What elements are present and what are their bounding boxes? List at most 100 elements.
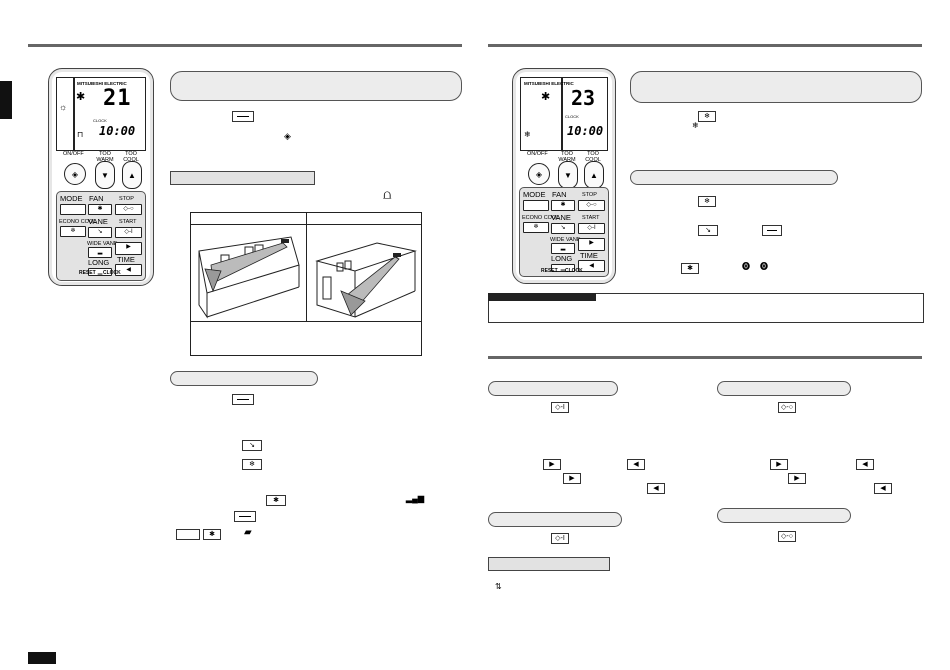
mode-button[interactable] — [60, 204, 86, 215]
right-notes-bar — [488, 557, 610, 571]
long-icon-key-r — [762, 225, 782, 236]
wide-vane-icon-2: ▰ — [244, 527, 252, 538]
econo-cool-label-right: ECONO COOL — [522, 215, 560, 221]
section-tab — [0, 81, 12, 119]
time-forward-key-r: ▶ — [770, 459, 788, 470]
too-warm-label-right: TOO WARM — [558, 151, 576, 163]
long-label-right: LONG — [551, 254, 573, 263]
onoff-label: ON/OFF — [63, 151, 84, 157]
long-button-right[interactable]: ▁ — [551, 264, 575, 272]
time-forward-button[interactable]: ▶ — [115, 242, 142, 255]
brand-logo: MITSUBISHI ELECTRIC — [77, 81, 127, 86]
onoff-button-right[interactable]: ◈ — [528, 163, 550, 185]
long-icon-key — [232, 111, 254, 122]
stop-button-right[interactable]: ◇-○ — [578, 200, 605, 211]
room-illustration-long — [315, 242, 417, 318]
fan-icon: ✱ — [76, 91, 86, 103]
remote-lcd-right: MITSUBISHI ELECTRIC ✱ ❄ 23 CLOCK 10:00 — [520, 77, 608, 151]
vane-button-right[interactable]: ↘ — [551, 223, 575, 234]
fan-icon-key-r: ✱ — [681, 263, 699, 274]
mode-label: MODE — [60, 194, 83, 203]
too-cool-button[interactable]: ▲ — [122, 161, 142, 189]
timer-on-header — [717, 381, 851, 396]
blank-key — [176, 529, 200, 540]
econo-cool-button-right[interactable]: ❄ — [523, 222, 549, 233]
too-cool-button-right[interactable]: ▲ — [584, 161, 604, 189]
stop-label-right: STOP — [582, 192, 597, 198]
vane-button[interactable]: ↘ — [88, 227, 112, 238]
lcd-temperature: 21 — [103, 86, 132, 111]
timer-cancel-header-left — [488, 512, 622, 527]
time-back-key: ◀ — [627, 459, 645, 470]
time-label-right: TIME — [580, 251, 598, 260]
vane-label: VANE — [88, 217, 108, 226]
stop-button[interactable]: ◇-○ — [115, 204, 142, 215]
fan-button[interactable]: ✱ — [88, 204, 112, 215]
time-forward-button-right[interactable]: ▶ — [578, 238, 605, 251]
timer-off-icon-key: ◇-I — [551, 402, 569, 413]
start-button-right[interactable]: ◇-I — [578, 223, 605, 234]
wide-vane-button[interactable]: ▂ — [88, 247, 112, 258]
long-label: LONG — [88, 258, 110, 267]
remote-button-panel: MODE FAN ✱ STOP ◇-○ ECONO COOL ❄ VANE ↘ … — [56, 191, 146, 281]
start-button[interactable]: ◇-I — [115, 227, 142, 238]
time-back-button-right[interactable]: ◀ — [578, 260, 605, 272]
clock-label-right: CLOCK — [565, 268, 583, 274]
long-button[interactable]: ▁ — [88, 268, 112, 276]
fan-label: FAN — [89, 194, 104, 203]
econo-cool-button[interactable]: ❄ — [60, 226, 86, 237]
snowflake-icon-r: ❄ — [692, 121, 699, 130]
fan-icon-right: ✱ — [541, 91, 551, 103]
mode-button-right[interactable] — [523, 200, 549, 211]
swap-arrows-icon: ⇅ — [495, 582, 502, 591]
wide-vane-button-right[interactable]: ▂ — [551, 243, 575, 254]
fan-label-right: FAN — [552, 190, 567, 199]
start-label-right: START — [582, 215, 600, 221]
left-subheader-bar — [170, 171, 315, 185]
snowflake-icon: ❄ — [524, 130, 531, 139]
mode-label-right: MODE — [523, 190, 546, 199]
time-back-button[interactable]: ◀ — [115, 264, 142, 276]
onoff-label-right: ON/OFF — [527, 151, 548, 157]
lcd-clock-label: CLOCK — [93, 118, 107, 123]
reset-label: RESET — [79, 270, 96, 276]
fan-button-right[interactable]: ✱ — [551, 200, 575, 211]
time-back-key-2: ◀ — [647, 483, 665, 494]
right-page-rule — [488, 44, 922, 47]
time-forward-key-2: ▶ — [563, 473, 581, 484]
econo-cool-icon-key-r: ❄ — [698, 111, 716, 122]
too-warm-button-right[interactable]: ▼ — [558, 161, 578, 189]
remote-lcd: MITSUBISHI ELECTRIC ✱ ☼ 21 CLOCK 10:00 ⊓ — [56, 77, 146, 151]
right-subheader-pill — [630, 170, 838, 185]
left-page-rule — [28, 44, 462, 47]
vane-icon: ⊓ — [77, 130, 84, 139]
vane-icon-key-r: ↘ — [698, 225, 718, 236]
start-label: START — [119, 219, 137, 225]
room-illustration-normal — [198, 236, 300, 319]
lcd-clock: 10:00 — [99, 124, 136, 138]
time-forward-key-r2: ▶ — [788, 473, 806, 484]
swap-icon: ◈ — [284, 131, 291, 141]
onoff-button[interactable]: ◈ — [64, 163, 86, 185]
too-cool-label-right: TOO COOL — [585, 151, 601, 163]
time-back-key-r2: ◀ — [874, 483, 892, 494]
right-section-header — [630, 71, 922, 103]
too-warm-button[interactable]: ▼ — [95, 161, 115, 189]
wide-vane-label: WIDE VANE — [87, 241, 118, 247]
airflow-table — [190, 212, 422, 356]
too-warm-label: TOO WARM — [96, 151, 114, 163]
stop-label: STOP — [119, 196, 134, 202]
long-icon-key-2 — [232, 394, 254, 405]
remote-control-left: MITSUBISHI ELECTRIC ✱ ☼ 21 CLOCK 10:00 ⊓… — [48, 68, 154, 286]
too-cool-label: TOO COOL — [123, 151, 139, 163]
long-icon-key-3 — [234, 511, 256, 522]
lcd-temperature-right: 23 — [571, 86, 596, 110]
lcd-clock-right: 10:00 — [567, 124, 604, 138]
time-forward-key: ▶ — [543, 459, 561, 470]
fan-icon-key: ✱ — [266, 495, 286, 506]
remote-control-right: MITSUBISHI ELECTRIC ✱ ❄ 23 CLOCK 10:00 O… — [512, 68, 616, 284]
lcd-clock-label-right: CLOCK — [565, 114, 579, 119]
page-number-tab — [28, 652, 56, 664]
left-subheader-pill — [170, 371, 318, 386]
note-box — [488, 293, 924, 323]
